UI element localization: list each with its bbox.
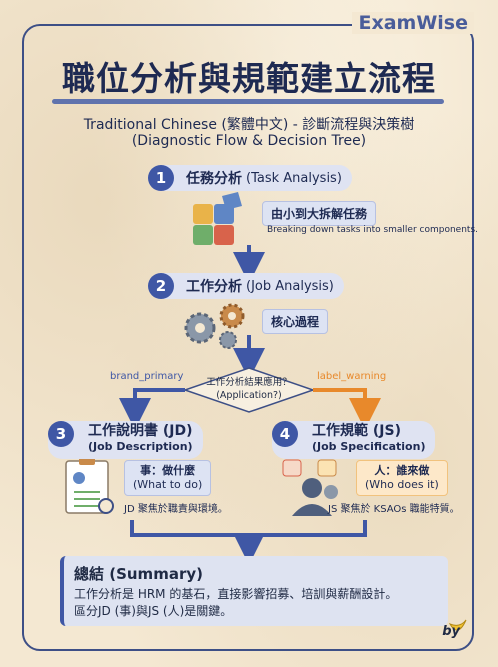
banana-icon	[448, 619, 467, 631]
title-underline	[52, 99, 444, 104]
arrow-right-branch	[313, 388, 381, 430]
step-3-title: 工作說明書 (JD)	[88, 423, 193, 439]
subtitle-line-1: Traditional Chinese (繁體中文) - 診斷流程與決策樹	[83, 117, 415, 133]
step-3-title-en: (Job Description)	[88, 440, 193, 453]
step-1-description: Breaking down tasks into smaller compone…	[267, 225, 478, 235]
branch-label-right: label_warning	[317, 371, 387, 382]
step-4-note: JS 聚焦於 KSAOs 職能特質。	[328, 504, 460, 515]
step-4-tag-line-1: 人：誰來做	[374, 464, 430, 477]
summary-heading: 總結 (Summary)	[74, 565, 203, 583]
arrow-left-branch	[119, 388, 185, 430]
subtitle-line-2: (Diagnostic Flow & Decision Tree)	[131, 133, 367, 149]
step-4-pill: 工作規範 (JS) (Job Specification)	[272, 421, 436, 459]
step-2-pill: 工作分析 (Job Analysis)	[148, 273, 344, 299]
summary-line-2: 區分JD (事)與JS (人)是關鍵。	[74, 604, 233, 618]
step-4-title-en: (Job Specification)	[312, 440, 426, 453]
step-3-tag-line-1: 事：做什麼	[140, 464, 196, 477]
step-1-title-en: (Task Analysis)	[246, 170, 342, 186]
step-1-tag: 由小到大拆解任務	[262, 201, 377, 226]
brand-logo: ExamWise	[352, 12, 474, 34]
step-3-pill: 工作說明書 (JD) (Job Description)	[48, 421, 203, 459]
step-3-tag: 事：做什麼 (What to do)	[124, 460, 212, 496]
step-4-title: 工作規範 (JS)	[312, 423, 401, 439]
gears-icon	[184, 303, 245, 349]
step-2-number: 2	[148, 273, 174, 299]
summary-box: 總結 (Summary) 工作分析是 HRM 的基石，直接影響招募、培訓與薪酬設…	[60, 556, 448, 626]
decision-line-1: 工作分析結果應用？	[206, 377, 292, 388]
step-2-title: 工作分析	[186, 279, 242, 295]
byline: by	[442, 624, 460, 639]
step-1-pill: 任務分析 (Task Analysis)	[148, 165, 352, 191]
puzzle-icon	[193, 192, 242, 245]
checklist-icon	[65, 457, 114, 514]
step-2-title-en: (Job Analysis)	[246, 278, 334, 294]
summary-line-1: 工作分析是 HRM 的基石，直接影響招募、培訓與薪酬設計。	[74, 587, 398, 601]
step-4-tag: 人：誰來做 (Who does it)	[356, 460, 448, 496]
step-3-number: 3	[48, 421, 74, 447]
decision-diamond	[182, 367, 316, 413]
step-3-tag-line-2: (What to do)	[133, 478, 203, 491]
branch-label-left: brand_primary	[110, 371, 184, 382]
page-title: 職位分析與規範建立流程	[62, 59, 436, 98]
frame-border	[22, 24, 474, 651]
person-skills-icon	[282, 459, 338, 516]
decision-text: 工作分析結果應用？ (Application?)	[190, 376, 308, 402]
decision-line-2: (Application?)	[216, 390, 282, 401]
step-1-number: 1	[148, 165, 174, 191]
step-2-tag: 核心過程	[262, 309, 329, 334]
step-3-note: JD 聚焦於職責與環境。	[124, 504, 228, 515]
step-4-tag-line-2: (Who does it)	[365, 478, 439, 491]
step-1-title: 任務分析	[186, 171, 242, 187]
merge-line	[130, 520, 367, 537]
step-4-number: 4	[272, 421, 298, 447]
